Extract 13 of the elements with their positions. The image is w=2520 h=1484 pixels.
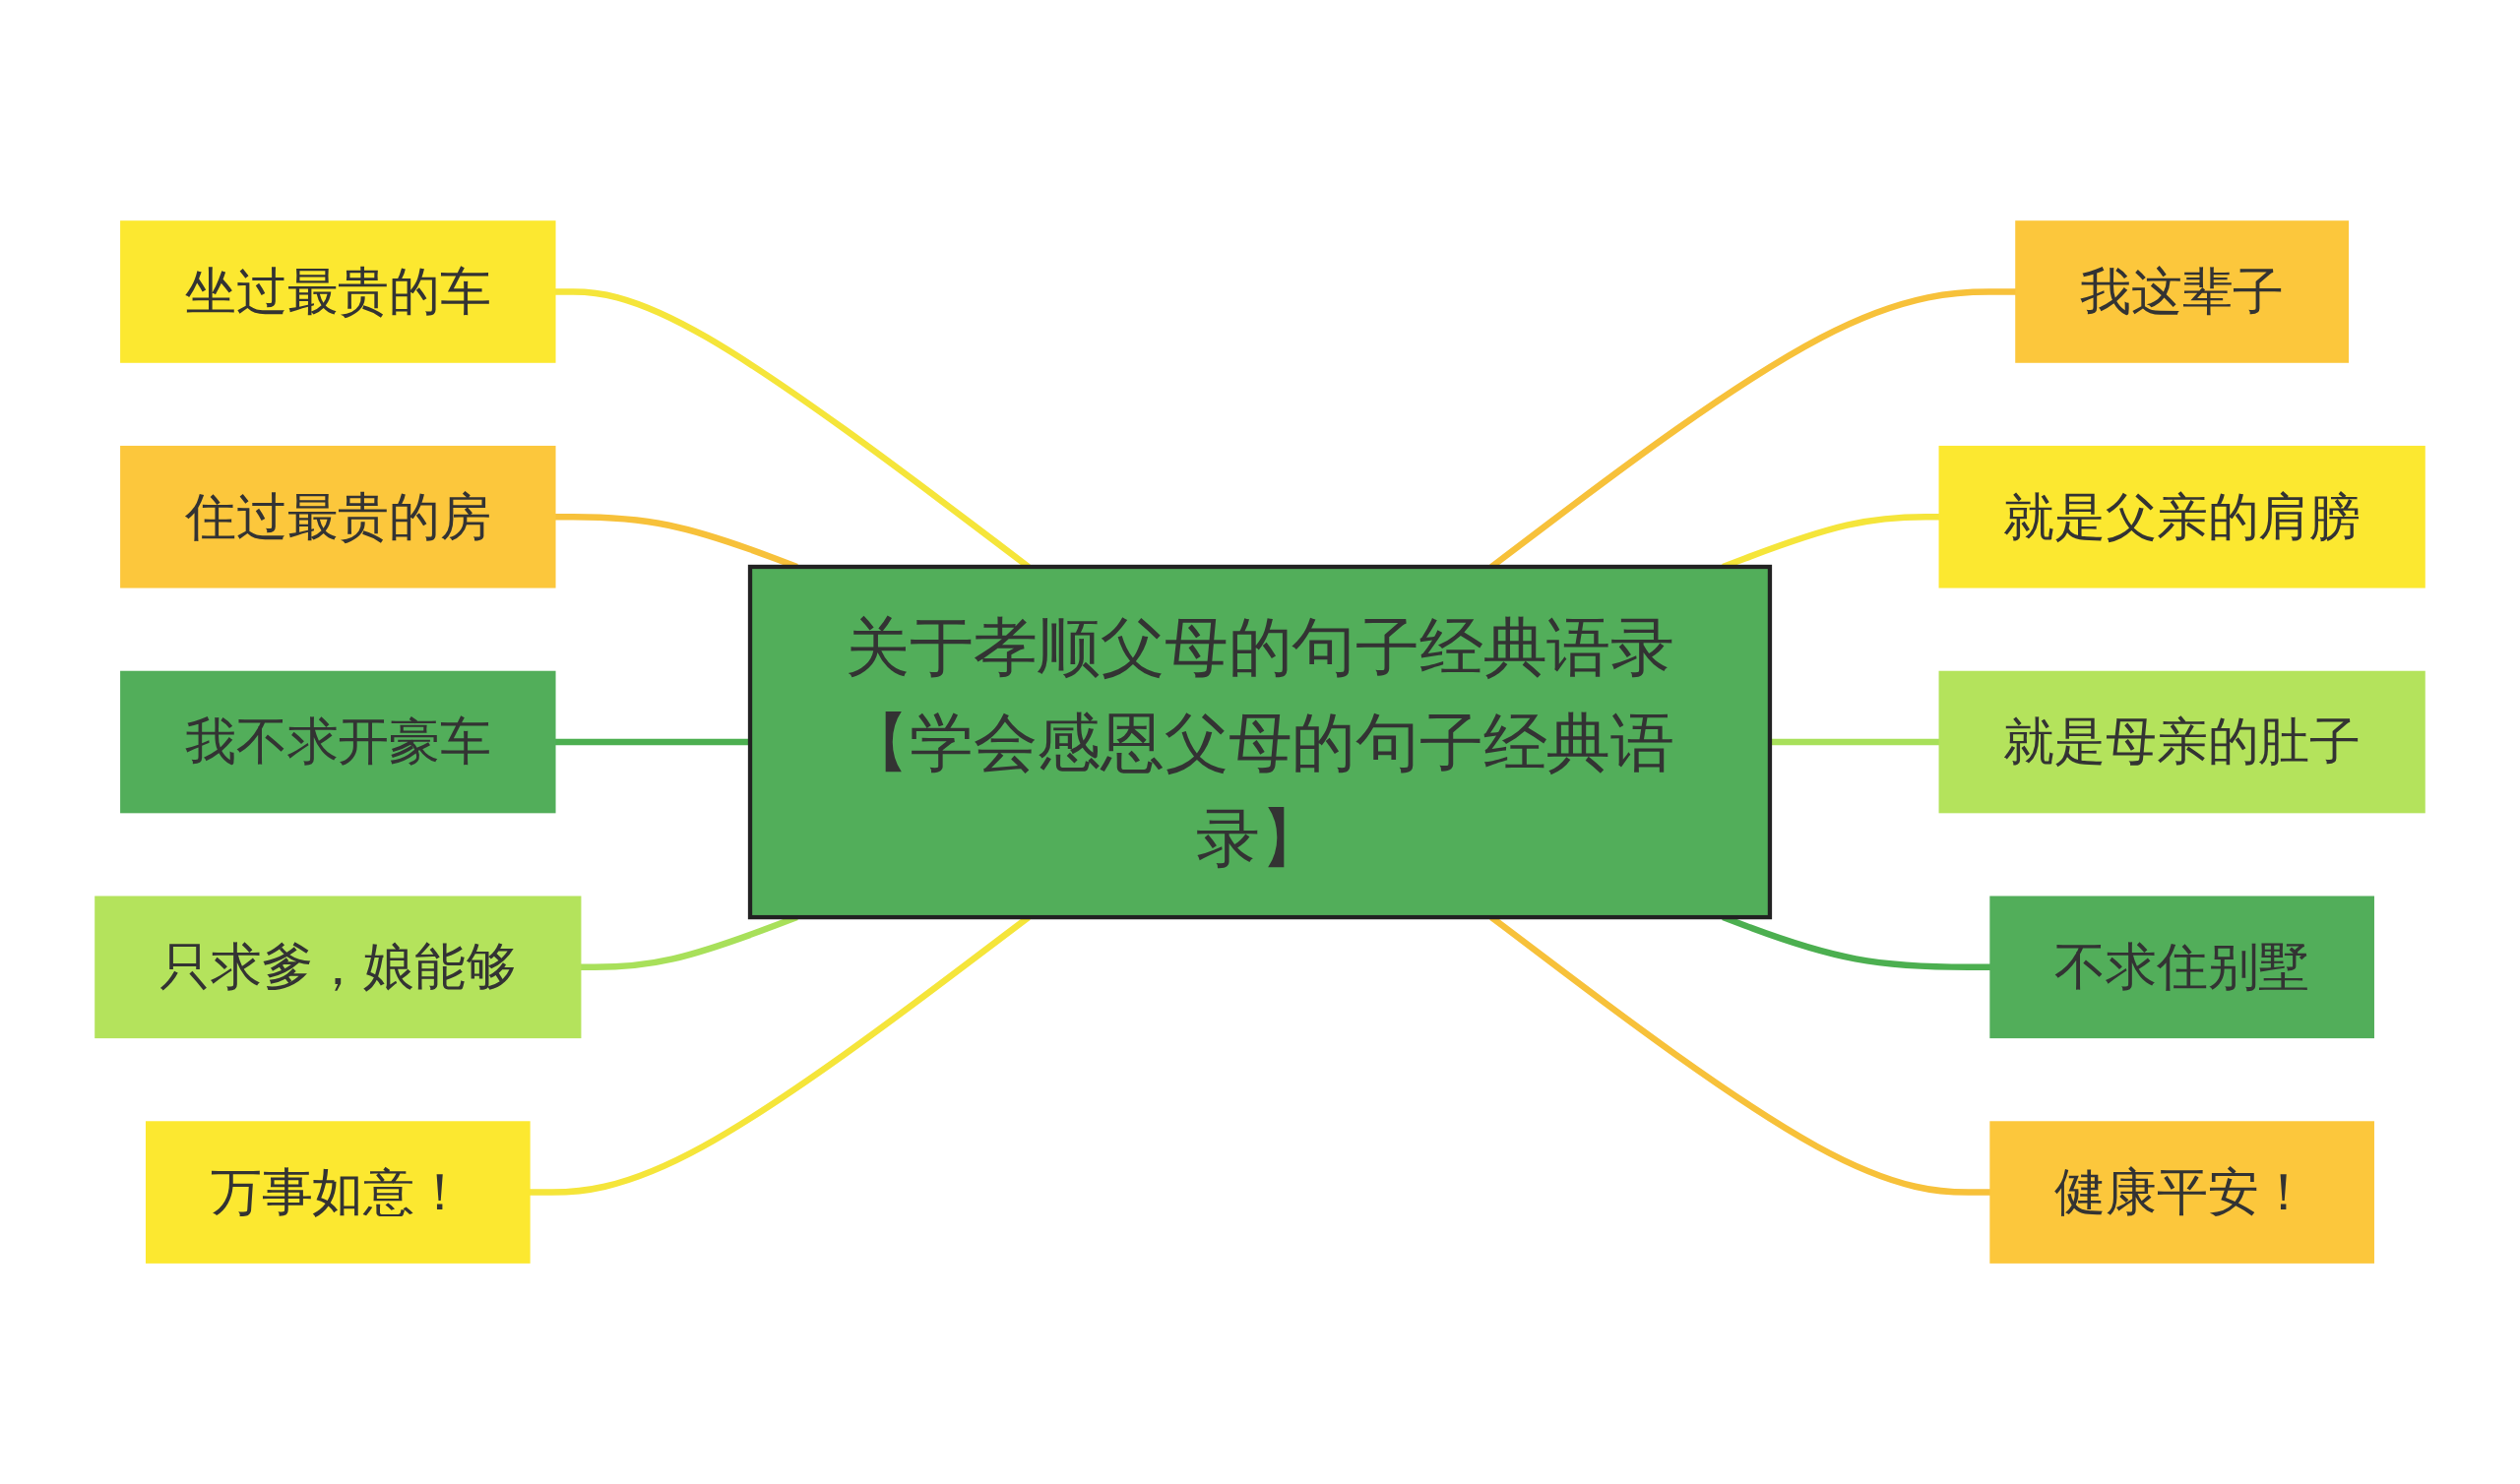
connector <box>554 738 751 746</box>
node-box: 我不求开豪车 <box>120 670 556 814</box>
node-box: 关于孝顺父母的句子经典语录【学会感恩父母的句子经典语录】 <box>747 564 1773 920</box>
node-box: 健康平安！ <box>1989 1121 2374 1264</box>
connector <box>1769 738 1940 746</box>
node-box: 坐过最贵的车 <box>120 220 556 363</box>
node-box: 不求住别墅 <box>1989 896 2374 1039</box>
node-box: 万事如意！ <box>146 1121 531 1264</box>
node-box: 我这辈子 <box>2015 220 2350 363</box>
node-box: 住过最贵的房 <box>120 445 556 588</box>
node-box: 就是父亲的肩膀 <box>1938 445 2426 588</box>
node-box: 就是母亲的肚子 <box>1938 670 2426 814</box>
node-box: 只求爹，娘能够 <box>94 896 582 1039</box>
